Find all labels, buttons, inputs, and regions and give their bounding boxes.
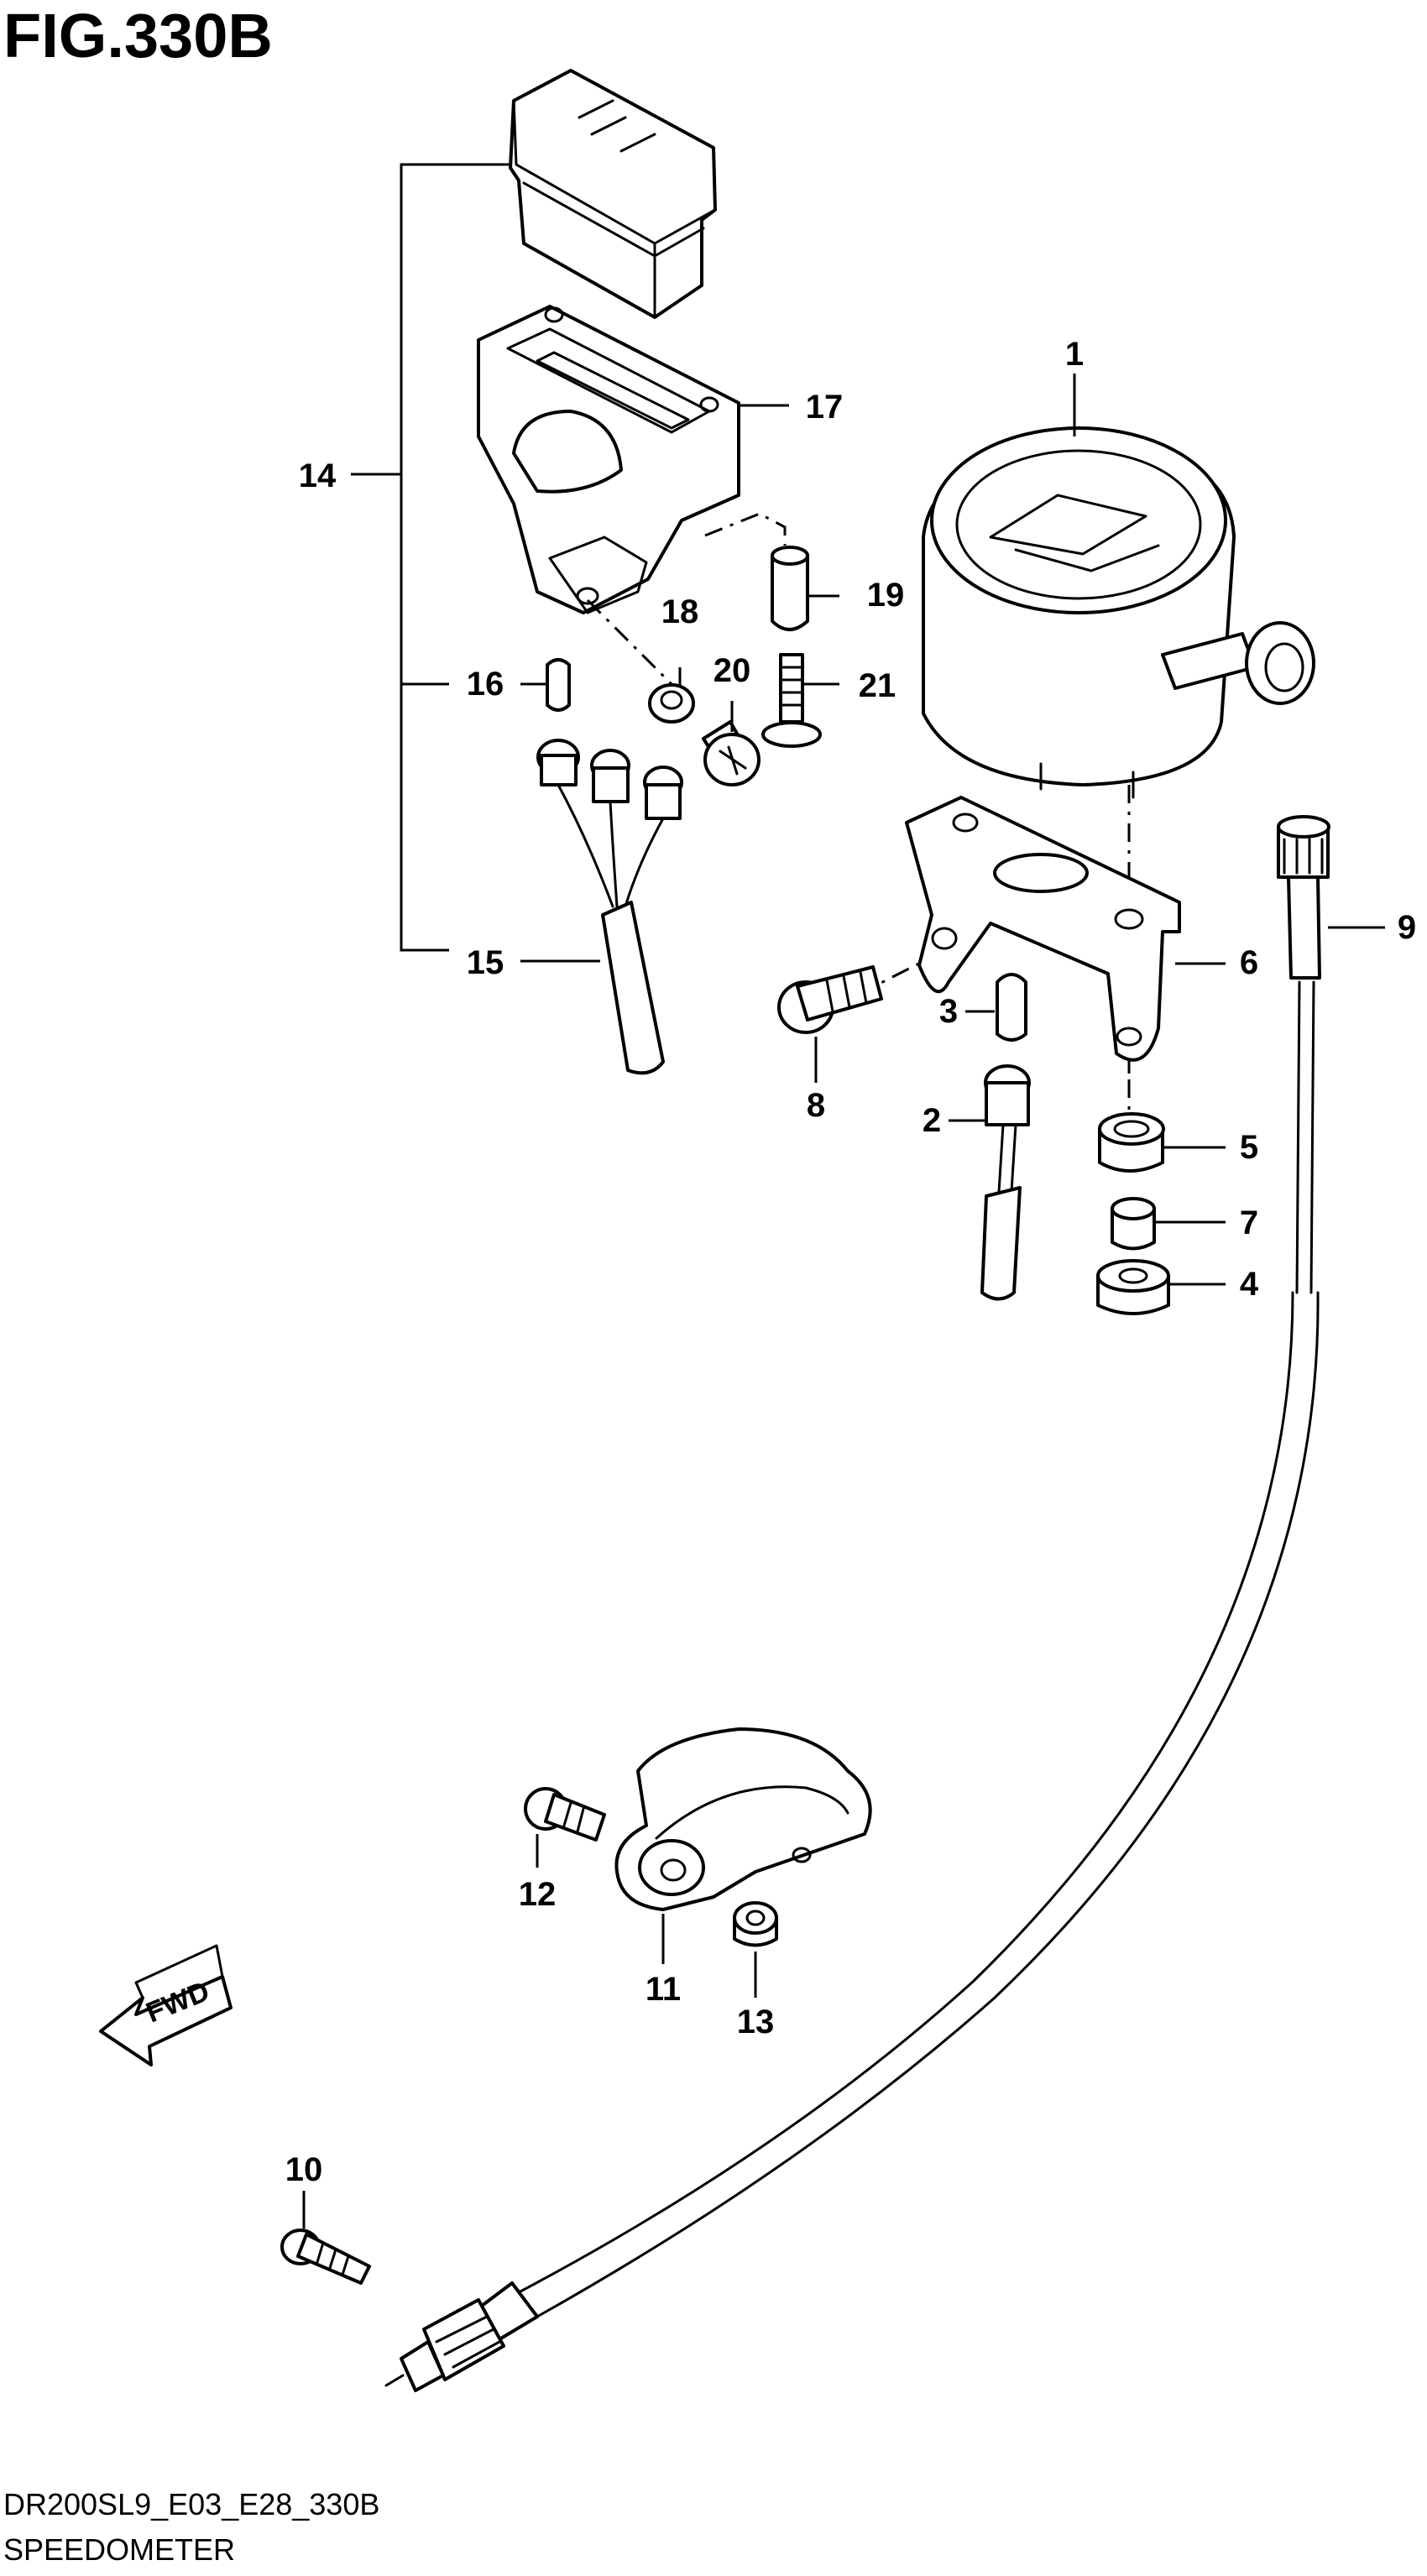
nut-13: [733, 1901, 778, 1947]
figure-code: DR200SL9_E03_E28_330B: [3, 2487, 379, 2521]
meter-case-17: [477, 305, 740, 614]
callout-15: 15: [467, 944, 504, 981]
callout-1: 1: [1065, 336, 1084, 373]
screw-21: [761, 653, 822, 748]
callout-18: 18: [661, 593, 699, 630]
callout-13: 13: [737, 2004, 775, 2040]
callout-10: 10: [285, 2151, 323, 2188]
group-bracket-14-15: [351, 163, 520, 952]
figure-name: SPEEDOMETER: [3, 2532, 235, 2567]
callout-5: 5: [1240, 1129, 1258, 1166]
callout-8: 8: [807, 1087, 825, 1124]
callout-17: 17: [806, 389, 844, 426]
clamp-11: [614, 1727, 872, 1911]
bulb-16: [546, 658, 571, 712]
callout-4: 4: [1240, 1266, 1259, 1303]
callout-3: 3: [939, 993, 958, 1030]
bolt-12: [524, 1787, 606, 1842]
screw-20: [702, 720, 761, 786]
callout-7: 7: [1240, 1204, 1258, 1241]
meter-cover: [509, 69, 717, 319]
callout-19: 19: [867, 577, 905, 614]
forward-direction-badge: FWD: [99, 1944, 233, 2067]
callout-labels: 1 2 3 4 5 6 7 8 9 10 11 12 13 14 15 16 1…: [285, 336, 1416, 2188]
callout-20: 20: [714, 652, 751, 689]
bolt-8: [777, 965, 883, 1034]
socket-2: [980, 1064, 1031, 1301]
grommet-18: [648, 683, 695, 724]
collar-7: [1111, 1197, 1156, 1251]
cable-9: [384, 815, 1330, 2392]
callout-21: 21: [859, 667, 896, 704]
callout-6: 6: [1240, 944, 1258, 981]
callout-12: 12: [519, 1876, 557, 1913]
bracket-6: [905, 796, 1181, 1062]
screw-10: [280, 2229, 371, 2285]
nut-4: [1096, 1259, 1170, 1315]
speedometer-1: [922, 426, 1315, 799]
harness-15: [536, 739, 683, 1075]
callout-16: 16: [467, 666, 504, 703]
grommet-5: [1098, 1112, 1165, 1173]
callout-2: 2: [923, 1102, 941, 1139]
callout-11: 11: [646, 1971, 681, 2008]
figure-title: FIG.330B: [3, 1, 273, 71]
callout-14: 14: [299, 457, 337, 494]
callout-9: 9: [1398, 909, 1416, 946]
bulb-3: [996, 973, 1027, 1042]
sleeve-19: [771, 546, 809, 631]
